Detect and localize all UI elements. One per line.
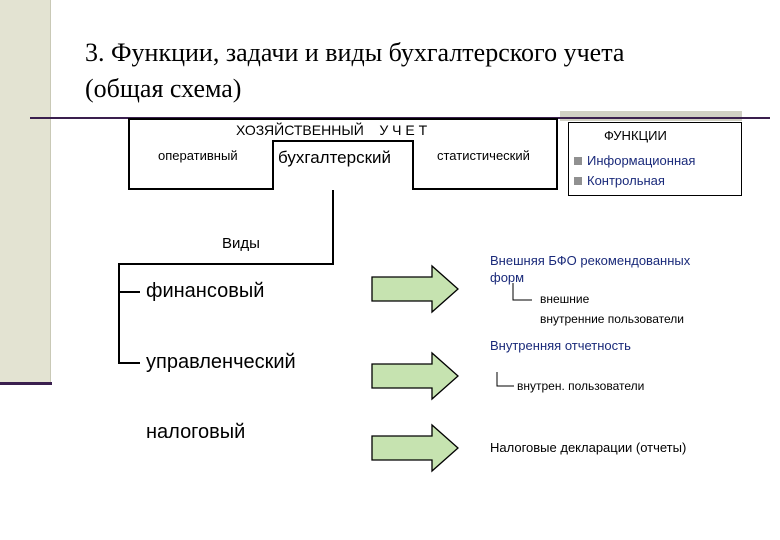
output-external-users-1: внешние — [540, 292, 590, 306]
title-line-2: (общая схема) — [85, 74, 242, 103]
connector-kinds-branch — [118, 263, 334, 265]
arrow-managerial-icon — [371, 351, 459, 401]
bullet-square-icon — [574, 156, 582, 165]
slide-title: 3. Функции, задачи и виды бухгалтерского… — [85, 35, 765, 107]
output-internal: Внутренняя отчетность — [490, 338, 631, 353]
internal-users-connector — [496, 372, 514, 387]
accounting-box-header: ХОЗЯЙСТВЕННЫЙ У Ч Е Т — [236, 122, 428, 138]
slide-sidebar — [0, 0, 51, 385]
title-line-1: 3. Функции, задачи и виды бухгалтерского… — [85, 38, 625, 67]
connector-accounting-down — [332, 190, 334, 265]
type-statistical: статистический — [437, 148, 530, 163]
function-item-control: Контрольная — [574, 173, 665, 188]
output-tax: Налоговые декларации (отчеты) — [490, 440, 687, 455]
sidebar-accent-line — [0, 382, 52, 385]
functions-header: ФУНКЦИИ — [604, 128, 667, 143]
connector-kinds-trunk — [118, 263, 120, 363]
output-external-users-2: внутренние пользователи — [540, 312, 685, 326]
kinds-label: Виды — [222, 235, 260, 252]
output-internal-users: внутрен. пользователи — [517, 379, 645, 393]
kind-managerial: управленческий — [146, 351, 296, 373]
type-operative: оперативный — [158, 148, 238, 163]
bullet-square-icon — [574, 176, 582, 185]
connector-managerial — [118, 362, 140, 364]
kind-tax: налоговый — [146, 421, 246, 443]
arrow-financial-icon — [371, 264, 459, 314]
external-users-connector — [512, 283, 532, 301]
connector-financial — [118, 291, 140, 293]
output-external-line-2: форм — [490, 270, 525, 285]
slide-ruler-strip — [560, 111, 742, 121]
arrow-tax-icon — [371, 423, 459, 473]
functions-box — [568, 122, 742, 196]
function-item-information: Информационная — [574, 153, 695, 168]
type-accounting-box — [272, 140, 414, 190]
kind-financial: финансовый — [146, 280, 265, 302]
output-external-line-1: Внешняя БФО рекомендованных — [490, 253, 691, 268]
type-accounting: бухгалтерский — [278, 148, 391, 167]
